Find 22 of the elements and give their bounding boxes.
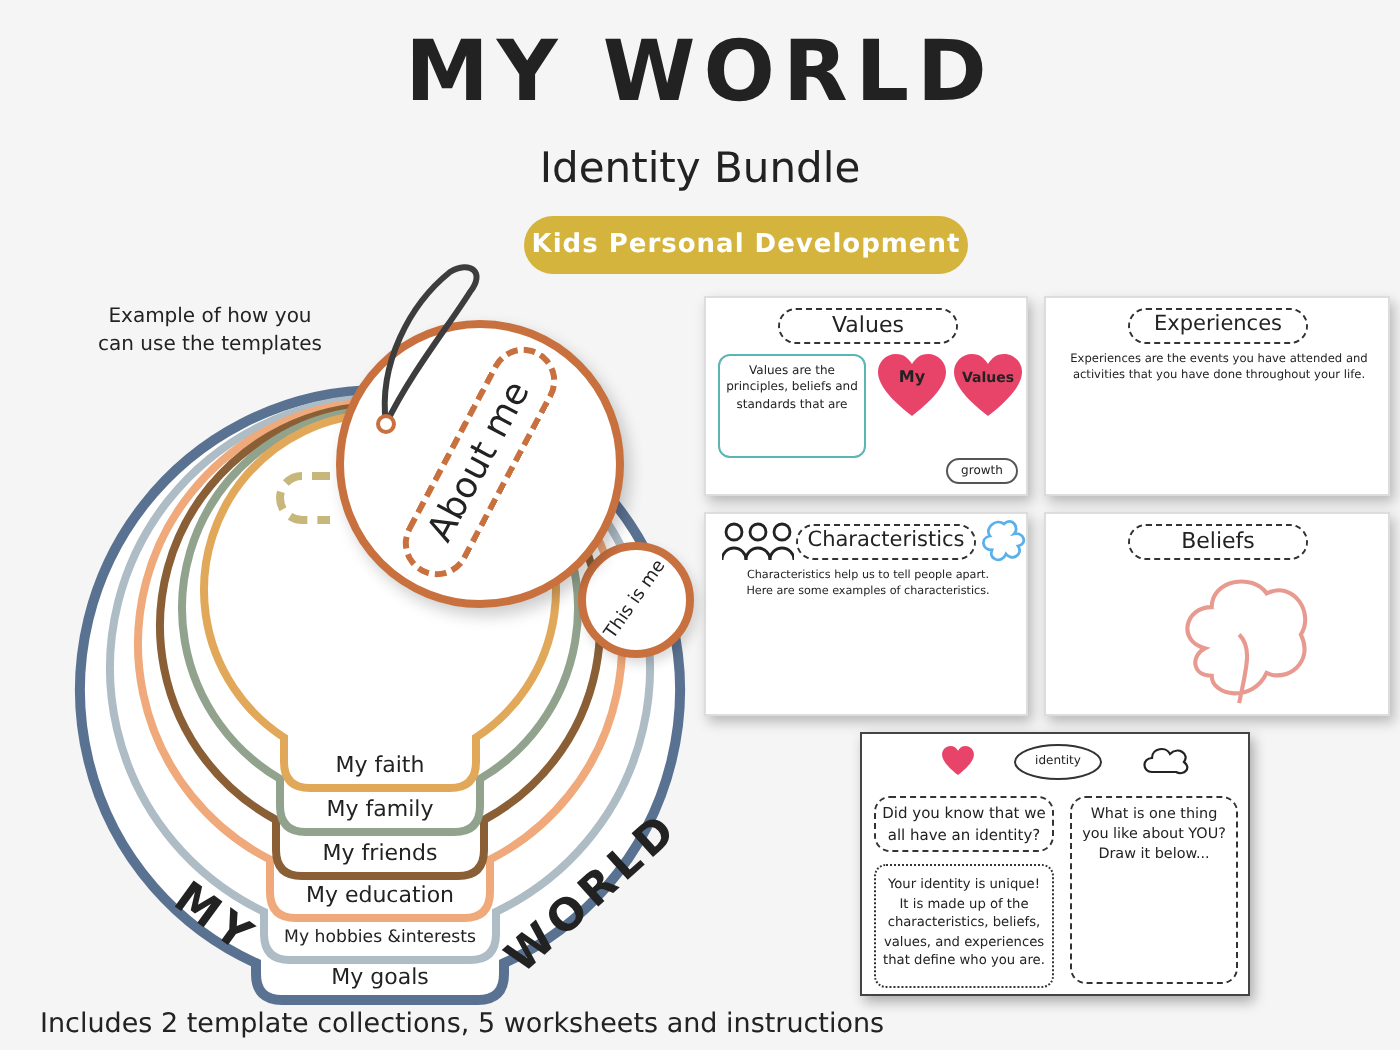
- worksheet-page: [1044, 512, 1390, 716]
- worksheet-heading: Characteristics: [796, 524, 976, 559]
- note-text: Example of how you can use the templates: [96, 304, 324, 360]
- title: MY WORLD: [403, 20, 997, 124]
- worksheet-heading: Experiences: [1128, 308, 1308, 343]
- worksheet-page: [704, 512, 1028, 716]
- tab-label: My friends: [320, 838, 440, 870]
- worksheet-heading: Beliefs: [1128, 524, 1308, 560]
- subtitle: Identity Bundle: [537, 142, 863, 196]
- worksheet-page: [704, 296, 1028, 496]
- worksheet-heading: Values: [778, 308, 958, 344]
- subtitle-badge: Kids Personal Development: [524, 216, 968, 274]
- worksheet-page: [1044, 296, 1390, 496]
- worksheet-card: [860, 732, 1250, 996]
- tab-label: My hobbies &interests: [282, 926, 478, 952]
- caption: Includes 2 template collections, 5 worksheets and instructions: [40, 1006, 880, 1042]
- tab-label: My education: [303, 880, 457, 912]
- tab-label: My family: [324, 794, 436, 826]
- ring-lettering: MY: [162, 871, 267, 970]
- tab-label: My goals: [329, 962, 431, 994]
- heart-label: My: [896, 368, 928, 386]
- tab-label: My faith: [333, 750, 427, 782]
